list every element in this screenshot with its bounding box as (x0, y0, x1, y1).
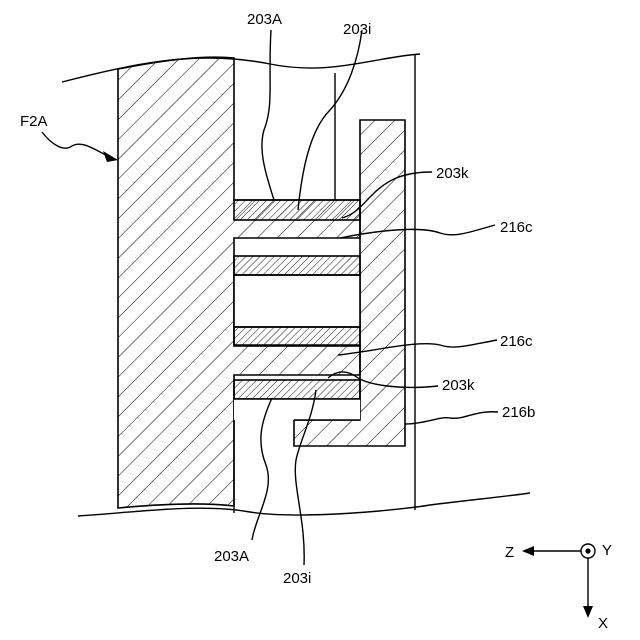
axis-label-y: Y (602, 542, 612, 559)
gap-region (234, 275, 360, 327)
label-top-203i: 203i (343, 21, 371, 38)
plate-4 (234, 380, 360, 399)
f2a-leader (42, 132, 108, 156)
plate-2 (234, 256, 360, 275)
leader-top-203i (298, 30, 362, 210)
axis-label-z: Z (505, 544, 514, 561)
label-figure: F2A (20, 113, 48, 130)
leader-top-203A (262, 30, 274, 200)
label-upper-216c: 216c (500, 219, 533, 236)
z-arrowhead (522, 546, 534, 556)
label-lower-216c: 216c (500, 333, 533, 350)
x-arrowhead (583, 606, 593, 618)
leader-216b (405, 412, 498, 424)
label-216b: 216b (502, 404, 535, 421)
plate-3 (234, 327, 360, 346)
label-lower-203k: 203k (442, 377, 475, 394)
lower-gap (234, 399, 360, 420)
label-bottom-203i: 203i (283, 570, 311, 587)
axis-label-x: X (598, 615, 608, 632)
label-top-203A: 203A (247, 11, 282, 28)
label-bottom-203A: 203A (214, 548, 249, 565)
f2a-arrowhead (103, 151, 118, 162)
plate-1 (234, 200, 360, 220)
label-upper-203k: 203k (436, 165, 469, 182)
coordinate-axes: Z Y X (505, 542, 612, 632)
top-break-line (62, 54, 420, 82)
